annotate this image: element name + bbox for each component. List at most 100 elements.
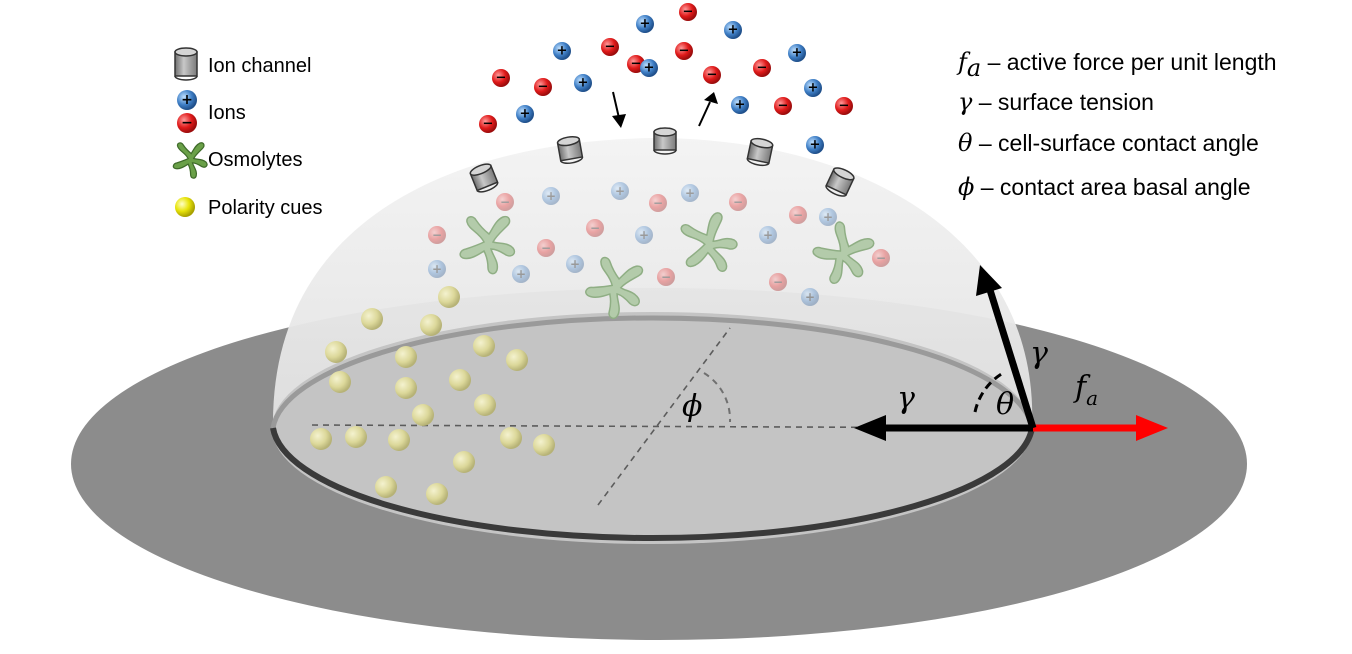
- efflux-arrow-head: [704, 92, 718, 104]
- negative-ion: −: [496, 193, 514, 211]
- negative-ion: −: [537, 239, 555, 257]
- ion-channel-icon: [556, 136, 584, 164]
- svg-text:−: −: [839, 99, 850, 114]
- efflux-arrow: [698, 101, 711, 127]
- ion-channel-icon: [653, 127, 677, 155]
- ion-flow-arrows: [612, 91, 718, 128]
- positive-ion: +: [636, 15, 654, 33]
- negative-ion: −: [679, 3, 697, 21]
- polarity-cue: [375, 476, 397, 498]
- svg-text:+: +: [520, 107, 531, 122]
- legend: Ion channel + − Ions Osmolytes Polarity …: [172, 47, 323, 219]
- legend-ions-label: Ions: [208, 102, 246, 124]
- negative-ion: −: [835, 97, 853, 115]
- svg-text:−: −: [496, 71, 507, 86]
- negative-ion: −: [769, 273, 787, 291]
- svg-text:+: +: [644, 61, 655, 76]
- svg-text:+: +: [578, 76, 589, 91]
- ion-channel-icon: [469, 163, 499, 193]
- positive-ion: +: [724, 21, 742, 39]
- polarity-cue: [500, 427, 522, 449]
- negative-ion: −: [753, 59, 771, 77]
- svg-text:+: +: [639, 228, 649, 242]
- svg-text:−: −: [679, 44, 690, 59]
- negative-ion: −: [789, 206, 807, 224]
- negative-ion: −: [492, 69, 510, 87]
- polarity-cue: [395, 346, 417, 368]
- negative-ion: −: [675, 42, 693, 60]
- svg-text:−: −: [631, 57, 642, 72]
- svg-text:−: −: [500, 195, 510, 209]
- definition-phi: ϕ – contact area basal angle: [958, 173, 1251, 201]
- svg-text:+: +: [792, 46, 803, 61]
- negative-ion: −: [774, 97, 792, 115]
- legend-osmolytes-label: Osmolytes: [208, 149, 302, 171]
- polarity-cue: [473, 335, 495, 357]
- svg-text:−: −: [483, 117, 494, 132]
- influx-arrow-head: [612, 114, 626, 128]
- influx-arrow: [612, 91, 620, 119]
- positive-ion: +: [553, 42, 571, 60]
- external-ions: + − + + − − + − − + − + − − + + + − − − …: [479, 3, 853, 154]
- svg-text:−: −: [653, 196, 663, 210]
- svg-text:−: −: [757, 61, 768, 76]
- svg-text:+: +: [181, 92, 193, 108]
- positive-ion: +: [542, 187, 560, 205]
- negative-ion: −: [729, 193, 747, 211]
- contact-rim-back: [270, 315, 1035, 429]
- svg-text:−: −: [773, 275, 783, 289]
- positive-ion: +: [635, 226, 653, 244]
- svg-text:+: +: [546, 189, 556, 203]
- polarity-cue: [325, 341, 347, 363]
- svg-text:+: +: [823, 210, 833, 224]
- svg-text:−: −: [605, 40, 616, 55]
- definitions: fa – active force per unit length γ – su…: [956, 48, 1277, 201]
- tension-arrow-tangent: [986, 288, 1037, 430]
- osmolyte-icon: [172, 142, 208, 179]
- positive-ion: +: [512, 265, 530, 283]
- dashed-diagonal-axis: [597, 327, 731, 506]
- svg-text:+: +: [432, 262, 442, 276]
- svg-text:−: −: [733, 195, 743, 209]
- polarity-cue: [474, 394, 496, 416]
- positive-ion: +: [806, 136, 824, 154]
- svg-text:−: −: [538, 80, 549, 95]
- negative-ion: −: [428, 226, 446, 244]
- polarity-cue: [420, 314, 442, 336]
- tension-arrow-horizontal-head: [854, 415, 886, 441]
- contact-rim-front: [270, 427, 1035, 542]
- svg-text:+: +: [808, 81, 819, 96]
- theta-angle-arc: [973, 371, 1004, 413]
- svg-text:−: −: [661, 270, 671, 284]
- svg-text:−: −: [683, 5, 694, 20]
- svg-text:+: +: [805, 290, 815, 304]
- phi-angle-arc: [703, 372, 732, 423]
- polarity-cue: [438, 286, 460, 308]
- negative-ion: −: [703, 66, 721, 84]
- positive-ion: +: [731, 96, 749, 114]
- svg-text:+: +: [763, 228, 773, 242]
- svg-text:−: −: [590, 221, 600, 235]
- svg-text:+: +: [516, 267, 526, 281]
- positive-ion: +: [788, 44, 806, 62]
- negative-ion: −: [657, 268, 675, 286]
- phi-label: ϕ: [682, 389, 702, 424]
- force-arrows: [854, 265, 1168, 441]
- gamma-tangent-label: γ: [1030, 336, 1048, 371]
- svg-text:+: +: [557, 44, 568, 59]
- polarity-cue: [453, 451, 475, 473]
- positive-ion: +: [428, 260, 446, 278]
- svg-text:−: −: [876, 251, 886, 265]
- svg-text:−: −: [793, 208, 803, 222]
- polarity-cue: [310, 428, 332, 450]
- positive-ion: +: [611, 182, 629, 200]
- positive-ion: +: [819, 208, 837, 226]
- positive-ion: +: [804, 79, 822, 97]
- svg-text:+: +: [728, 23, 739, 38]
- ion-channels: [469, 127, 855, 197]
- polarity-cue: [449, 369, 471, 391]
- svg-text:+: +: [735, 98, 746, 113]
- svg-text:−: −: [432, 228, 442, 242]
- positive-ion: +: [566, 255, 584, 273]
- svg-text:+: +: [810, 138, 821, 153]
